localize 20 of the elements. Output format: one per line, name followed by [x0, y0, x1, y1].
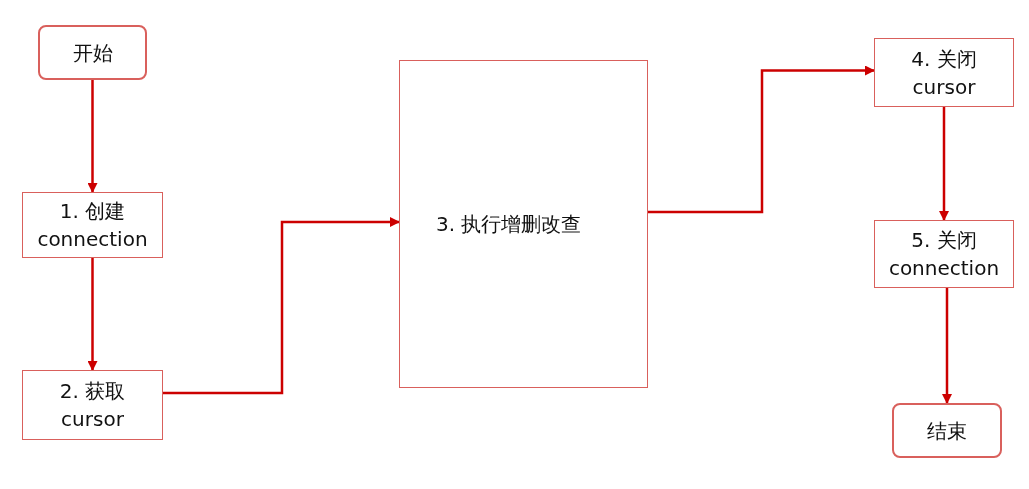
- process-box: [22, 192, 163, 258]
- process-box: [22, 370, 163, 440]
- node-label: 3. 执行增删改查: [436, 211, 582, 238]
- arrow: [87, 80, 98, 193]
- arrow: [87, 258, 98, 371]
- process-box: [874, 220, 1014, 288]
- process-box: [874, 38, 1014, 107]
- arrow: [942, 288, 952, 404]
- node-label: 5. 关闭 connection: [887, 227, 1001, 282]
- arrow: [939, 107, 949, 221]
- terminal-box: [892, 403, 1002, 458]
- process-box: [399, 60, 648, 388]
- node-label: 结束: [927, 417, 967, 445]
- node-label: 开始: [72, 39, 113, 67]
- node-label: 1. 创建 connection: [36, 198, 149, 253]
- arrow: [163, 217, 400, 395]
- arrow: [648, 65, 875, 214]
- node-label: 4. 关闭 cursor: [910, 45, 978, 101]
- terminal-box: [38, 25, 147, 80]
- node-label: 2. 获取 cursor: [58, 378, 127, 433]
